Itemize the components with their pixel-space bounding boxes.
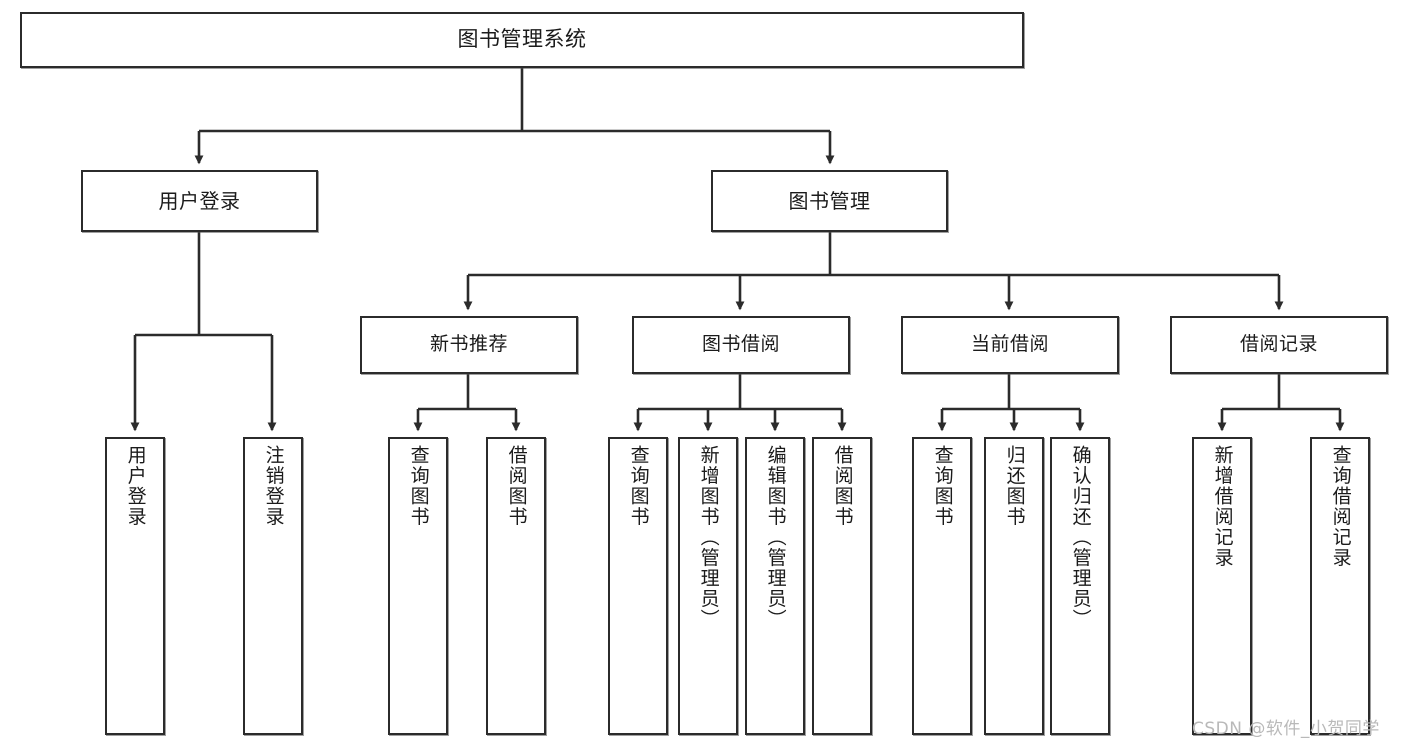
node-book-borrow[interactable]: 图书借阅 (632, 316, 850, 374)
leaf-confirm-return-admin-label: 确认归还（管理员） (1069, 445, 1092, 630)
node-root-label: 图书管理系统 (457, 27, 587, 52)
leaf-add-book-admin[interactable]: 新增图书（管理员） (678, 437, 738, 735)
leaf-add-borrow-record[interactable]: 新增借阅记录 (1192, 437, 1252, 735)
node-book-borrow-label: 图书借阅 (701, 333, 780, 356)
leaf-return-book[interactable]: 归还图书 (984, 437, 1044, 735)
leaf-query-book-2-label: 查询图书 (627, 445, 650, 527)
leaf-query-book-3-label: 查询图书 (931, 445, 954, 527)
leaf-query-book-3[interactable]: 查询图书 (912, 437, 972, 735)
csdn-watermark: CSDN @软件_小贺同学 (1192, 719, 1380, 739)
node-book-manage-label: 图书管理 (788, 188, 871, 213)
leaf-query-book-1-label: 查询图书 (407, 445, 430, 527)
leaf-return-book-label: 归还图书 (1003, 445, 1026, 527)
node-root[interactable]: 图书管理系统 (20, 12, 1024, 68)
node-user-login[interactable]: 用户登录 (81, 170, 318, 232)
leaf-borrow-book-2[interactable]: 借阅图书 (812, 437, 872, 735)
leaf-add-book-admin-label: 新增图书（管理员） (697, 445, 720, 630)
leaf-edit-book-admin-label: 编辑图书（管理员） (764, 445, 787, 630)
leaf-borrow-book-1-label: 借阅图书 (505, 445, 528, 527)
node-new-book-recommend[interactable]: 新书推荐 (360, 316, 578, 374)
leaf-edit-book-admin[interactable]: 编辑图书（管理员） (745, 437, 805, 735)
leaf-query-book-1[interactable]: 查询图书 (388, 437, 448, 735)
node-borrow-record[interactable]: 借阅记录 (1170, 316, 1388, 374)
leaf-user-login-label: 用户登录 (124, 445, 147, 527)
leaf-add-borrow-record-label: 新增借阅记录 (1211, 445, 1234, 568)
leaf-borrow-book-1[interactable]: 借阅图书 (486, 437, 546, 735)
leaf-borrow-book-2-label: 借阅图书 (831, 445, 854, 527)
node-user-login-label: 用户登录 (158, 188, 241, 213)
leaf-confirm-return-admin[interactable]: 确认归还（管理员） (1050, 437, 1110, 735)
node-current-borrow[interactable]: 当前借阅 (901, 316, 1119, 374)
leaf-query-book-2[interactable]: 查询图书 (608, 437, 668, 735)
leaf-logout[interactable]: 注销登录 (243, 437, 303, 735)
leaf-user-login[interactable]: 用户登录 (105, 437, 165, 735)
node-book-manage[interactable]: 图书管理 (711, 170, 948, 232)
node-current-borrow-label: 当前借阅 (970, 333, 1049, 356)
leaf-query-borrow-record-label: 查询借阅记录 (1329, 445, 1352, 568)
node-borrow-record-label: 借阅记录 (1239, 333, 1318, 356)
leaf-logout-label: 注销登录 (262, 445, 285, 527)
node-new-book-recommend-label: 新书推荐 (429, 333, 508, 356)
leaf-query-borrow-record[interactable]: 查询借阅记录 (1310, 437, 1370, 735)
